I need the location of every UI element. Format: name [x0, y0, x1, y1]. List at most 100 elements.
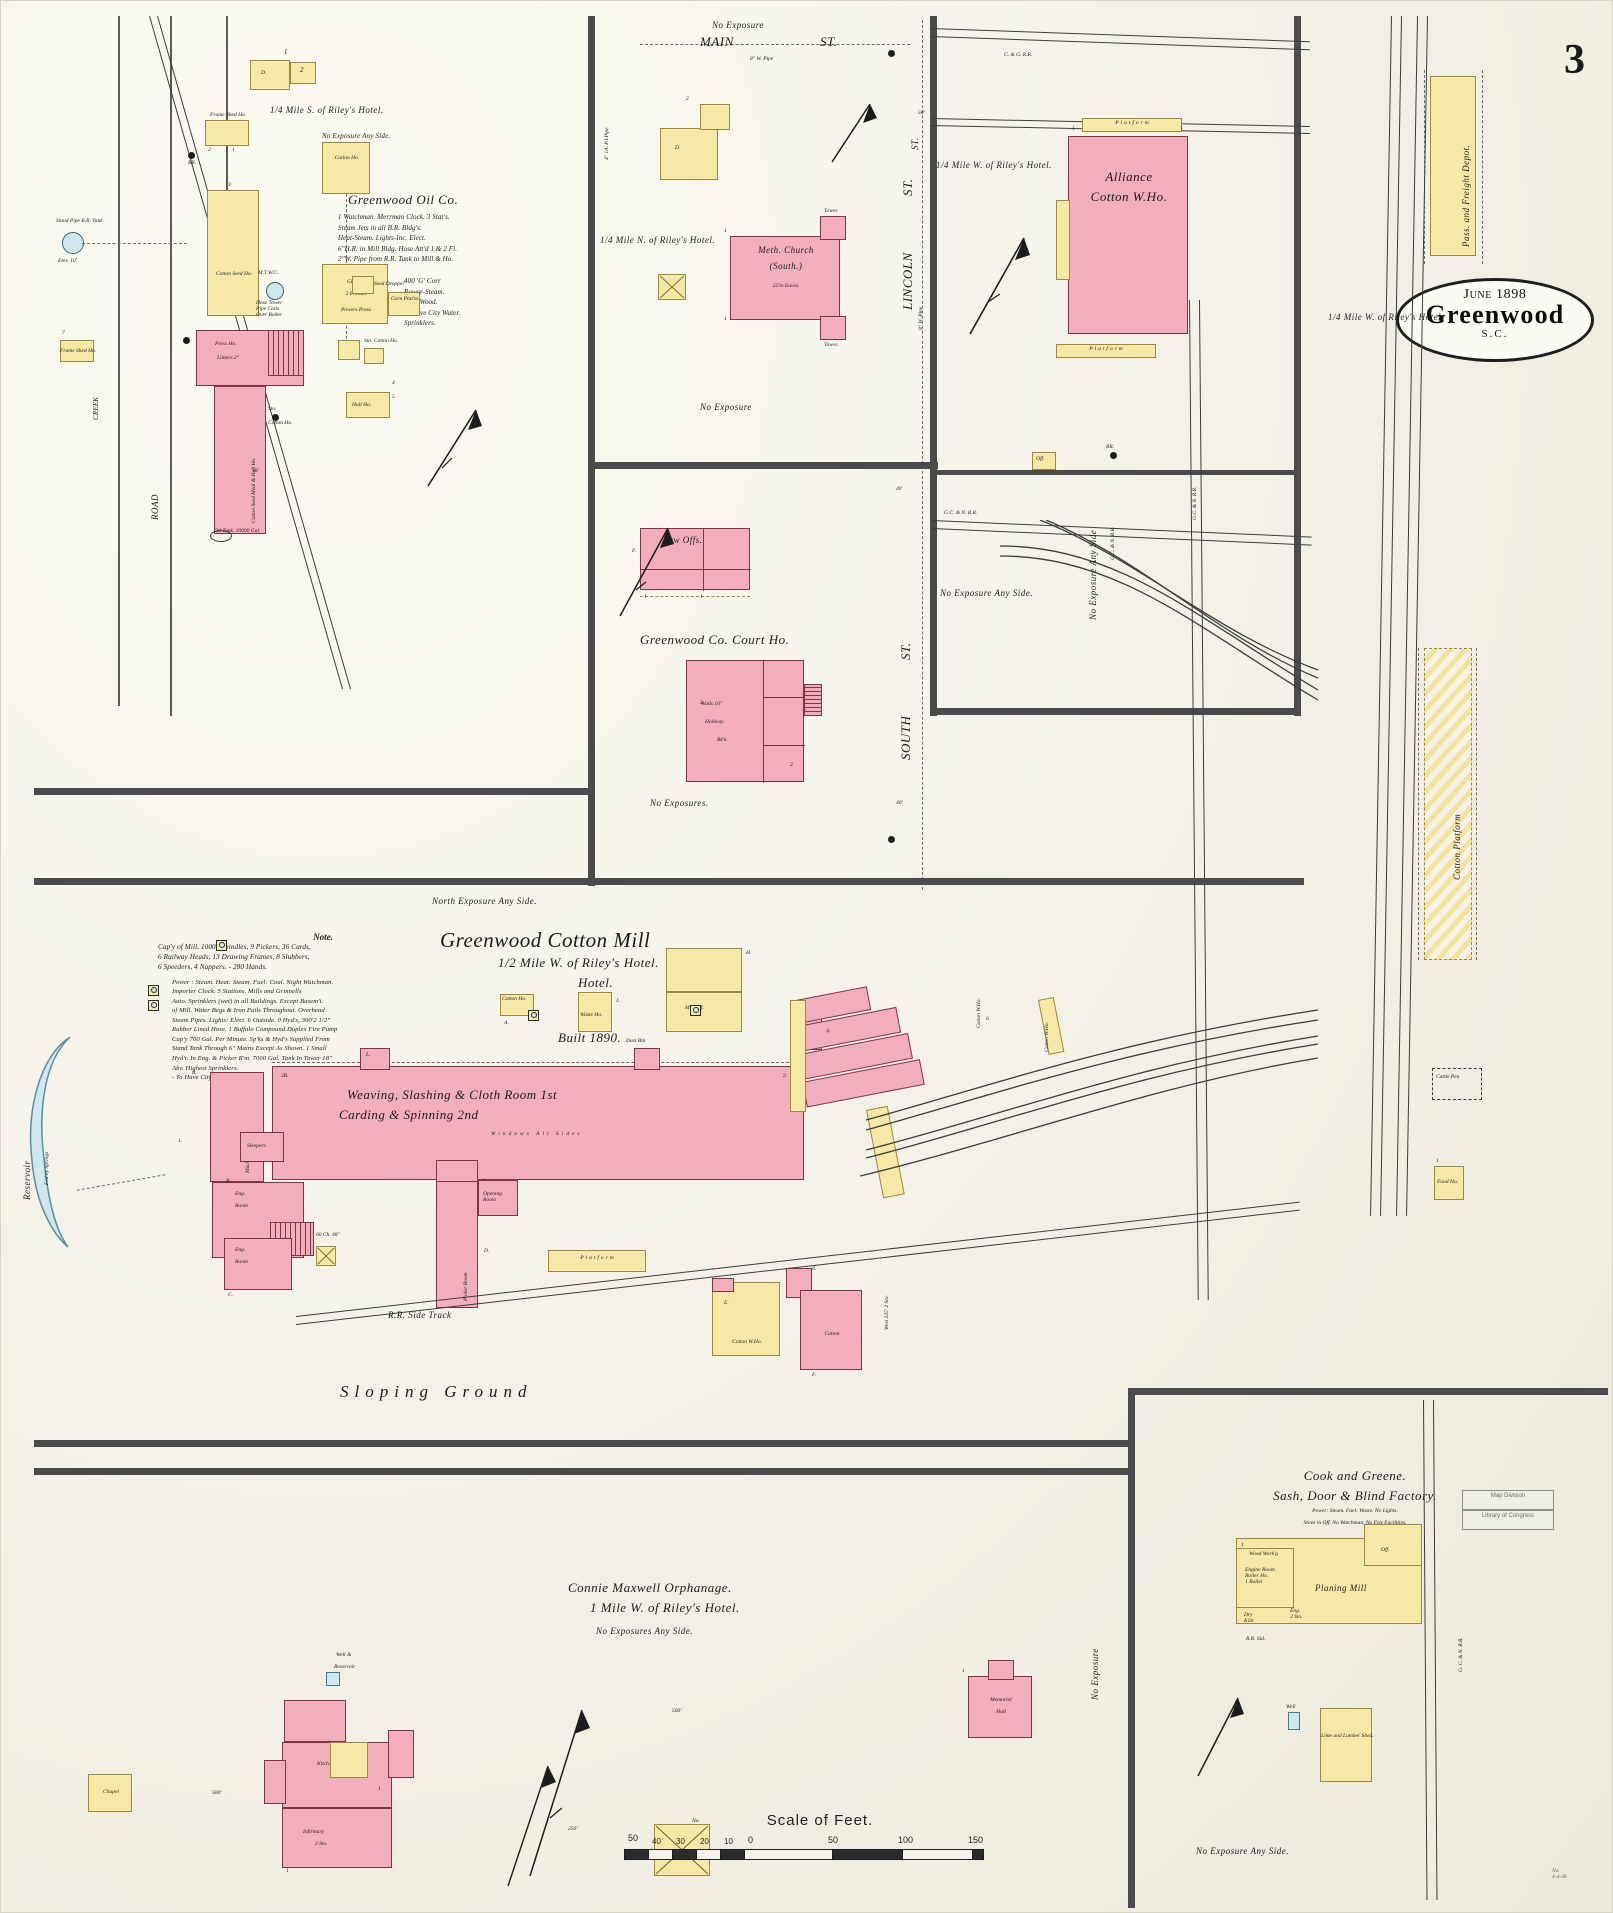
court-block-left: [588, 462, 595, 882]
cotton-ho-label: Cotton Ho.: [334, 155, 360, 161]
scale-tick-50r: 50: [828, 1835, 839, 1845]
cotton-mill-built: Built 1890.: [558, 1030, 622, 1045]
platform-bottom: Platform: [1056, 344, 1156, 358]
court-block-top: [588, 462, 938, 469]
building-food-ho: Food Ho.: [1434, 1166, 1464, 1200]
law-offices-label: Law Offs.: [663, 535, 703, 545]
building-eng-room-lower: Eng. Room: [224, 1238, 292, 1290]
hydrant-alliance: [1110, 452, 1117, 459]
alliance-side-platform: [1056, 200, 1070, 280]
no-exposures-court: No Exposures.: [650, 798, 709, 808]
building-frame-d: D.: [250, 60, 290, 90]
mill-windows-label: Windows All Sides: [491, 1131, 583, 1137]
building-cattle-pen: [1432, 1068, 1482, 1100]
well-label-cook-greene: Well: [1286, 1704, 1296, 1710]
scale-tick-40: 40: [652, 1837, 661, 1846]
road-line-west: [118, 16, 120, 706]
building-small-yellow-a: [338, 340, 360, 360]
orphanage-ref-note: 1 Mile W. of Riley's Hotel.: [590, 1600, 740, 1615]
building-opening-room: [436, 1160, 478, 1182]
orphanage-title: Connie Maxwell Orphanage.: [568, 1580, 732, 1595]
oil-tank: [210, 530, 232, 542]
cook-greene-note-0: Power: Steam. Fuel: Waste. No Lights.: [1312, 1508, 1398, 1514]
alliance-block-divider: [930, 470, 1300, 475]
building-frame-shed: Frame Shed Ho.: [205, 112, 249, 146]
building-corn-platform: Corn Plat'm: [388, 292, 420, 316]
corn-platform-label: Corn Plat'm: [391, 296, 418, 302]
orphanage-block-top: [34, 1468, 1134, 1475]
rr-cook-greene-label: G. C. & N. R.R.: [1458, 1637, 1464, 1672]
mill-note-block: Note. Cap'y of Mill, 10000 Spindles, 9 P…: [158, 932, 478, 1083]
road-label: ROAD: [150, 494, 160, 520]
north-arrow-icon-4: [969, 237, 1030, 335]
cook-greene-title-2: Sash, Door & Blind Factory.: [1273, 1488, 1437, 1503]
north-arrow-icon-5: [1197, 1697, 1244, 1777]
north-arrow-icon-6: [529, 1709, 590, 1877]
oil-rnote-1: Power-Steam.: [404, 287, 445, 296]
reservoir-shape: [29, 1036, 71, 1248]
note-body-10: - To Have City Water.: [172, 1074, 231, 1082]
church-tower-label-2: Tower.: [824, 342, 839, 348]
dust-bin-label: Dust Bin: [626, 1038, 646, 1044]
court-walls-label: Walls 16": [701, 701, 723, 707]
railroad-cg-1: [929, 28, 1310, 43]
ref-note-quarter-mile-north: 1/4 Mile N. of Riley's Hotel.: [600, 235, 716, 245]
library-stamp-map-division: Map Division: [1462, 1490, 1554, 1510]
note-cap-0: Cap'y of Mill, 10000 Spindles, 9 Pickers…: [158, 943, 311, 951]
wood-working-label: Wood Work'g: [1249, 1551, 1279, 1557]
block-border-church-left: [588, 16, 595, 886]
alliance-platform-top-label: Platform: [1115, 120, 1151, 126]
road-center-line: [170, 16, 172, 716]
meth-church-sub: (South.): [769, 261, 803, 271]
orphanage-reservoir-label: Reservoir: [334, 1664, 356, 1670]
building-mill-outbuilding-j: [578, 992, 612, 1032]
platform-mill: Platform: [548, 1250, 646, 1272]
orphanage-dist-2: 500': [672, 1708, 682, 1714]
depot-label: Pass. and Freight Depot.: [1461, 144, 1471, 247]
note-body-1: Importer Clock. 5 Stations. Mills and Gr…: [172, 988, 302, 996]
building-cotton-seed-meal-hull-ho: Cotton Seed Meal & Hull Ho.: [214, 386, 266, 534]
building-cook-greene-office: Off.: [1364, 1524, 1422, 1566]
road-line-east: [226, 16, 228, 316]
railroad-main-right-4: [1405, 15, 1428, 1216]
building-church-block-cross: [658, 274, 686, 300]
building-seed-dropper: [352, 276, 374, 294]
building-picker-room: Picker Room: [436, 1178, 478, 1308]
building-church-tower-top: [820, 216, 846, 240]
court-brick-label: Bk'k.: [717, 737, 728, 743]
building-alliance-cotton-warehouse: Alliance Cotton W.Ho.: [1068, 136, 1188, 334]
no-exposure-any-side-topleft: No Exposure Any Side.: [322, 132, 391, 140]
oil-rnote-3: To have City Water.: [404, 308, 461, 317]
street-lincoln-st: ST.: [900, 178, 915, 196]
oil-note-1: Steam Jets in all B.R. Bldg's.: [338, 223, 422, 232]
building-law-offices: Law Offs.: [640, 528, 751, 591]
hydrant-dot-2: [272, 414, 279, 421]
court-house-title: Greenwood Co. Court Ho.: [640, 632, 790, 647]
well-marker-orphanage: [326, 1672, 340, 1686]
building-church-tower-bottom: [820, 316, 846, 340]
infirmary-label: Infirmary: [303, 1829, 325, 1835]
cotton-platform-dash-l: [1418, 648, 1419, 960]
building-hull-ho: [346, 392, 390, 418]
alliance-dim: 50': [918, 110, 925, 116]
cotton-mill-ref-note: 1/2 Mile W. of Riley's Hotel.: [498, 955, 659, 970]
cook-greene-block-top: [1128, 1388, 1608, 1395]
alliance-office-label: Off.: [1036, 456, 1045, 462]
hydrant-dot-1: [183, 337, 190, 344]
no-exposure-cook-greene-left: No Exposure: [1090, 1648, 1100, 1700]
meth-church-name: Meth. Church: [758, 245, 814, 255]
cartouche-city: Greenwood: [1425, 300, 1565, 329]
building-alliance-office: [1032, 452, 1056, 470]
building-memorial-hall-porch: [988, 1660, 1014, 1680]
building-dust-bin: [634, 1048, 660, 1070]
building-pass-freight-depot: Pass. and Freight Depot.: [1430, 76, 1476, 256]
building-church-block-small: [700, 104, 730, 130]
building-cotton-wh-lower: Cotton W.Ho.: [712, 1282, 780, 1356]
mill-section-bottom-border: [34, 1440, 1134, 1447]
north-arrow-icon-1: [427, 409, 482, 487]
water-pipe-dash: [82, 243, 187, 244]
north-arrow-icon-7: [507, 1765, 556, 1887]
oil-co-notes: 1 Watchman. Merrman Clock. 3 Stat's. Ste…: [338, 212, 658, 265]
